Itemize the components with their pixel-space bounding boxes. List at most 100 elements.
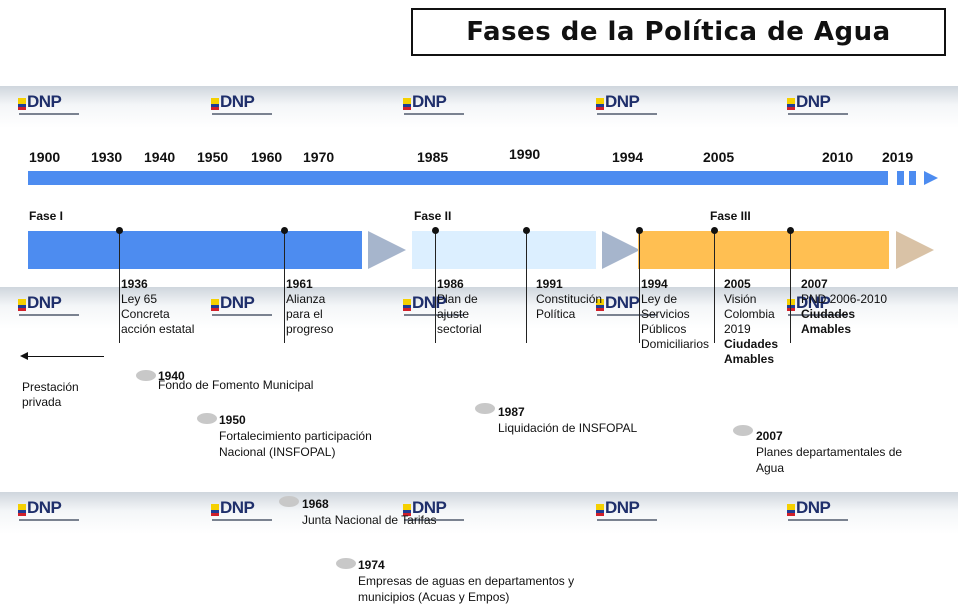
milestone-year: 1950 xyxy=(219,413,246,427)
logo-text: DNP xyxy=(605,498,640,517)
event-line xyxy=(790,231,791,343)
flag-icon xyxy=(211,98,219,110)
year-label: 2019 xyxy=(882,149,914,165)
milestone-marker xyxy=(197,413,217,424)
flag-icon xyxy=(403,299,411,311)
event-line xyxy=(119,231,120,343)
phase-label: Fase III xyxy=(710,209,751,223)
event-1994: 1994 Ley de Servicios Públicos Domicilia… xyxy=(641,277,709,352)
event-year: 1991 xyxy=(536,277,563,291)
milestone-1974: 1974 Empresas de aguas en departamentos … xyxy=(358,557,574,605)
dnp-logo: DNP xyxy=(211,498,273,526)
milestone-text: Junta Nacional de Tarifas xyxy=(302,513,437,527)
milestone-text: municipios (Acuas y Empos) xyxy=(358,590,510,604)
milestone-1950: 1950 Fortalecimiento participación Nacio… xyxy=(219,412,372,460)
private-provision-label: Prestación privada xyxy=(22,380,79,410)
milestone-text: Planes departamentales de xyxy=(756,445,903,459)
logo-text: DNP xyxy=(412,498,447,517)
year-label: 1950 xyxy=(197,149,229,165)
logo-subline xyxy=(19,314,79,316)
milestone-year: 1968 xyxy=(302,497,329,511)
milestone-marker xyxy=(279,496,299,507)
milestone-marker xyxy=(733,425,753,436)
logo-text: DNP xyxy=(27,498,62,517)
flag-icon xyxy=(596,299,604,311)
year-label: 1970 xyxy=(303,149,335,165)
event-line xyxy=(526,231,527,343)
flag-icon xyxy=(403,98,411,110)
phase-label: Fase I xyxy=(29,209,64,223)
event-year: 1994 xyxy=(641,277,668,291)
event-text: Ley de xyxy=(641,292,678,306)
logo-subline xyxy=(212,113,272,115)
label-line: privada xyxy=(22,395,62,409)
event-year: 1986 xyxy=(437,277,464,291)
event-text: Alianza xyxy=(286,292,326,306)
flag-icon xyxy=(18,299,26,311)
logo-text: DNP xyxy=(796,92,831,111)
event-dot xyxy=(711,227,718,234)
timeline-dash xyxy=(909,171,916,185)
event-dot xyxy=(432,227,439,234)
milestone-text: Agua xyxy=(756,461,785,475)
dnp-logo: DNP xyxy=(18,293,80,321)
milestone-year: 1974 xyxy=(358,558,385,572)
milestone-text: Nacional (INSFOPAL) xyxy=(219,445,336,459)
dnp-logo: DNP xyxy=(403,92,465,120)
milestone-text: Empresas de aguas en departamentos y xyxy=(358,574,575,588)
logo-text: DNP xyxy=(412,293,447,312)
arrow-right-icon xyxy=(924,171,938,185)
logo-subline xyxy=(597,113,657,115)
logo-text: DNP xyxy=(220,498,255,517)
flag-icon xyxy=(403,504,411,516)
event-text-bold: Ciudades xyxy=(724,337,779,351)
dnp-logo: DNP xyxy=(18,92,80,120)
phase-label: Fase II xyxy=(414,209,452,223)
phase-2-arrow-icon xyxy=(602,231,640,269)
arrow-left-icon xyxy=(20,352,28,360)
year-label: 2005 xyxy=(703,149,735,165)
logo-subline xyxy=(788,314,848,316)
event-text: acción estatal xyxy=(121,322,195,336)
event-year: 2005 xyxy=(724,277,751,291)
event-text: Constitución xyxy=(536,292,603,306)
event-text: 2019 xyxy=(724,322,751,336)
label-line: Prestación xyxy=(22,380,79,394)
event-line xyxy=(714,231,715,343)
milestone-2007: 2007 Planes departamentales de Agua xyxy=(756,428,902,476)
dnp-logo: DNP xyxy=(211,293,273,321)
milestone-1987: 1987 Liquidación de INSFOPAL xyxy=(498,404,637,436)
event-dot xyxy=(281,227,288,234)
logo-text: DNP xyxy=(27,293,62,312)
flag-icon xyxy=(596,98,604,110)
event-dot xyxy=(523,227,530,234)
event-text: Visión xyxy=(724,292,757,306)
timeline-dash xyxy=(897,171,904,185)
event-2007: 2007 PND 2006-2010 Ciudades Amables xyxy=(801,277,887,337)
logo-subline xyxy=(597,314,657,316)
event-text-bold: Amables xyxy=(724,352,775,366)
dnp-logo: DNP xyxy=(787,92,849,120)
logo-subline xyxy=(19,113,79,115)
logo-text: DNP xyxy=(27,92,62,111)
milestone-marker xyxy=(475,403,495,414)
year-label: 1940 xyxy=(144,149,176,165)
flag-icon xyxy=(18,504,26,516)
year-label: 2010 xyxy=(822,149,854,165)
flag-icon xyxy=(211,504,219,516)
year-label: 1990 xyxy=(509,146,541,162)
logo-subline xyxy=(212,314,272,316)
event-text: Política xyxy=(536,307,576,321)
milestone-year: 1987 xyxy=(498,405,525,419)
event-dot xyxy=(636,227,643,234)
dnp-logo: DNP xyxy=(18,498,80,526)
logo-subline xyxy=(788,519,848,521)
event-year: 1961 xyxy=(286,277,313,291)
event-text-bold: Amables xyxy=(801,322,852,336)
logo-subline xyxy=(404,519,464,521)
logo-subline xyxy=(404,113,464,115)
logo-subline xyxy=(597,519,657,521)
phase-bar-3 xyxy=(638,231,889,269)
flag-icon xyxy=(18,98,26,110)
arrow-left-line xyxy=(24,356,104,357)
